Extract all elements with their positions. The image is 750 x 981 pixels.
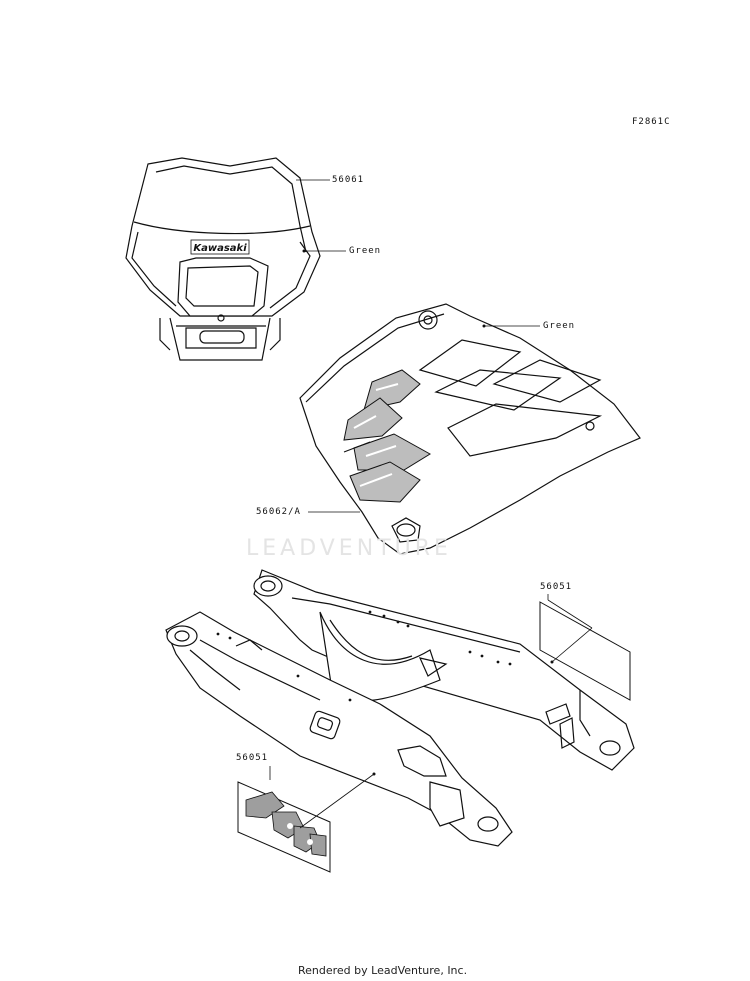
watermark: LEADVENTURE bbox=[246, 536, 452, 561]
diagram-code: F2861C bbox=[632, 117, 671, 127]
headlight-cover[interactable] bbox=[125, 157, 321, 361]
swingarm-decal-lower[interactable] bbox=[237, 781, 331, 873]
callout-shroud-green: Green bbox=[543, 321, 576, 331]
callout-headlight-green: Green bbox=[349, 246, 382, 256]
swingarm-decal-upper[interactable] bbox=[539, 601, 631, 701]
callout-56062a[interactable]: 56062/A bbox=[256, 507, 301, 517]
footer-credit: Rendered by LeadVenture, Inc. bbox=[298, 964, 468, 977]
leader-dots bbox=[302, 249, 554, 776]
kawasaki-logo-text: Kawasaki bbox=[193, 243, 247, 254]
leader-lines bbox=[269, 179, 593, 829]
callout-56051-lower[interactable]: 56051 bbox=[236, 753, 269, 763]
callout-56051-upper[interactable]: 56051 bbox=[540, 582, 573, 592]
swing-arm[interactable] bbox=[165, 569, 635, 847]
kx-graphic-decal bbox=[343, 369, 431, 503]
kawasaki-logo-decal: Kawasaki bbox=[190, 239, 250, 255]
callout-56061[interactable]: 56061 bbox=[332, 175, 365, 185]
